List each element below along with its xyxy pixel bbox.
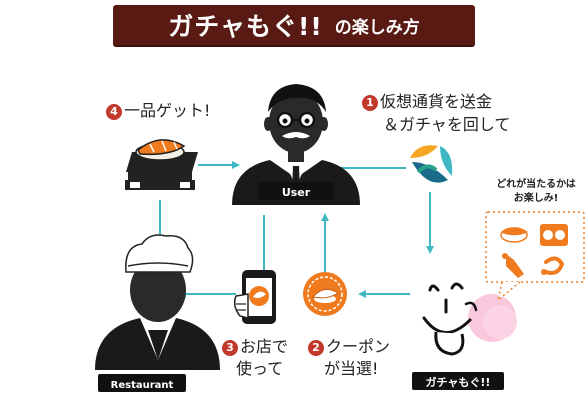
phone-coupon-icon <box>233 270 276 324</box>
step3-number: 3 <box>222 340 238 356</box>
bubble-line1: どれが当たるかは <box>496 179 576 190</box>
step2-number: 2 <box>308 340 324 356</box>
maki-icon <box>540 224 568 246</box>
sushi-tray-icon <box>125 139 198 190</box>
restaurant-label: Restaurant <box>111 380 174 391</box>
gacha-face-icon <box>412 282 517 390</box>
gacha-label: ガチャもぐ!! <box>426 375 491 389</box>
coupon-coin-icon <box>303 272 347 316</box>
step4-number: 4 <box>106 104 122 120</box>
step3-label-line2: 使って <box>236 359 284 378</box>
step3-text-line1: お店で <box>240 337 289 356</box>
step4-text: 一品ゲット! <box>124 101 211 120</box>
bubble-line2: お楽しみ! <box>513 193 559 204</box>
step2-text-line1: クーポン <box>326 337 391 356</box>
step1-text-line1: 仮想通貨を送金 <box>380 92 493 111</box>
sauce-bottle-icon <box>502 253 524 278</box>
title-sub: の楽しみ方 <box>334 17 420 38</box>
bubble-text: どれが当たるかは お楽しみ! <box>488 178 584 206</box>
chef-icon <box>95 234 220 392</box>
shrimp-icon <box>541 256 565 275</box>
title-main: ガチャもぐ!! <box>168 12 323 41</box>
speech-bubble <box>485 211 585 302</box>
user-label: User <box>282 186 311 199</box>
step2-label-line2: が当選! <box>324 359 379 378</box>
title-banner: ガチャもぐ!! の楽しみ方 <box>113 5 475 45</box>
sushi-roll-icon <box>500 227 528 243</box>
businessman-icon <box>232 84 360 205</box>
step1-number: 1 <box>362 95 378 111</box>
crypto-coin-icon <box>406 144 454 192</box>
step1-label-line2: ＆ガチャを回して <box>383 115 511 134</box>
